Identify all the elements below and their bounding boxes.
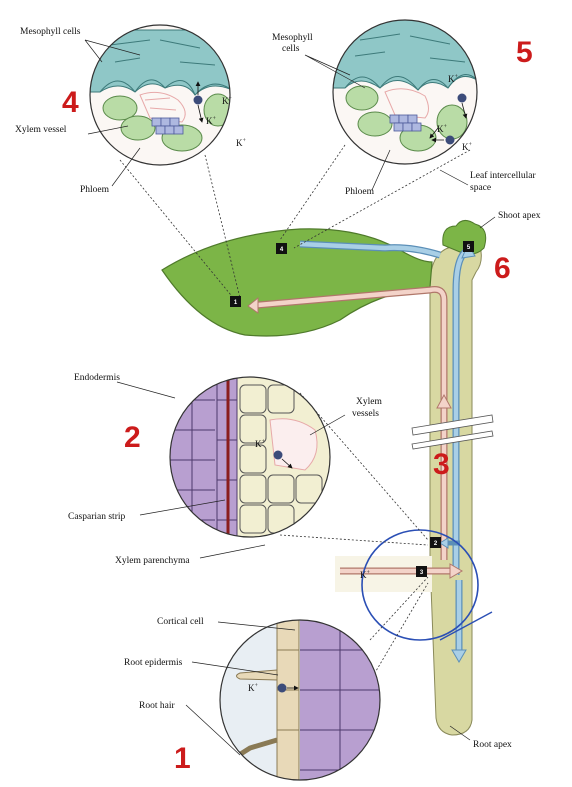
label-mesophyll-right-1: Mesophyll xyxy=(272,33,313,43)
magnifier-leaf-unloading xyxy=(88,25,232,165)
label-xylem-vessel: Xylem vessel xyxy=(15,125,67,135)
label-root-apex: Root apex xyxy=(473,740,512,750)
label-xylem-vessels-2: vessels xyxy=(352,409,379,419)
label-endodermis: Endodermis xyxy=(74,373,120,383)
label-mesophyll-right-2: cells xyxy=(282,44,300,54)
label-phloem-right: Phloem xyxy=(345,187,375,197)
step-number-1: 1 xyxy=(174,742,191,775)
k-ion-label: K+ xyxy=(222,96,233,106)
label-leaf-intercellular-2: space xyxy=(470,183,491,193)
label-root-hair: Root hair xyxy=(139,701,175,711)
label-casparian-strip: Casparian strip xyxy=(68,512,126,522)
step-number-4: 4 xyxy=(62,86,79,119)
magnifier-root-hair xyxy=(220,615,385,787)
step-number-5: 5 xyxy=(516,36,533,69)
magnifier-endodermis xyxy=(165,370,330,550)
label-root-epidermis: Root epidermis xyxy=(124,658,183,668)
magnifier-leaf-intercellular xyxy=(333,20,477,164)
step-number-6: 6 xyxy=(494,252,511,285)
label-shoot-apex: Shoot apex xyxy=(498,211,541,221)
label-leaf-intercellular-1: Leaf intercellular xyxy=(470,170,537,181)
label-xylem-parenchyma: Xylem parenchyma xyxy=(115,556,190,566)
step-number-3: 3 xyxy=(433,448,450,481)
label-cortical-cell: Cortical cell xyxy=(157,617,204,627)
label-mesophyll-cells-left: Mesophyll cells xyxy=(20,27,81,37)
k-ion-label: K+ xyxy=(462,142,473,152)
label-phloem-left: Phloem xyxy=(80,185,110,195)
step-number-2: 2 xyxy=(124,421,141,454)
label-xylem-vessels-1: Xylem xyxy=(356,397,382,407)
k-ion-label: K+ xyxy=(236,138,247,148)
